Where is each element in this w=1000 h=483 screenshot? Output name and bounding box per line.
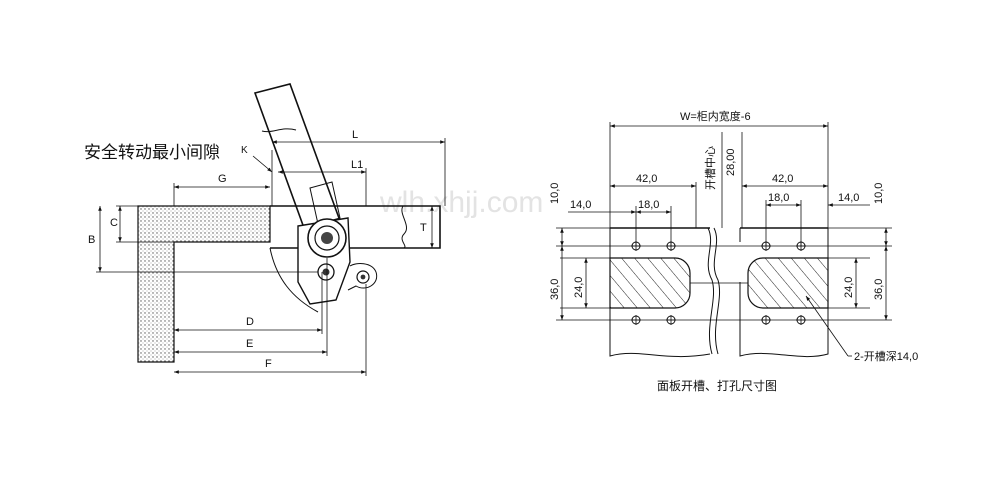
h42-left: 42,0 — [636, 173, 657, 185]
slot-right — [747, 257, 829, 309]
h18-right: 18,0 — [768, 192, 789, 204]
door-panel — [270, 205, 441, 249]
v24-right: 24,0 — [843, 277, 855, 298]
dim-k: K — [241, 145, 248, 156]
rotated-door-break — [261, 128, 297, 133]
v10-left: 10,0 — [549, 183, 561, 204]
slot-left — [609, 257, 691, 309]
dim-g: G — [218, 173, 227, 185]
clearance-label: 安全转动最小间隙 — [84, 143, 220, 162]
right-panel — [739, 228, 829, 358]
hinge-cam — [347, 263, 378, 291]
dim-d: D — [246, 316, 254, 328]
break-line — [401, 205, 408, 249]
center-label: 开槽中心 — [704, 146, 717, 190]
dim-l: L — [352, 129, 358, 141]
v36-right: 36,0 — [873, 279, 885, 300]
watermark: wlh.xhjj.com — [379, 186, 543, 219]
dim-b: B — [88, 234, 95, 246]
width-label: W=柜内宽度-6 — [680, 109, 751, 123]
h14-right: 14,0 — [838, 192, 859, 204]
break-line-2 — [713, 227, 720, 355]
v36-left: 36,0 — [549, 279, 561, 300]
h14-left: 14,0 — [570, 199, 591, 211]
v24-left: 24,0 — [573, 277, 585, 298]
dim-t: T — [420, 222, 427, 234]
h42-right: 42,0 — [772, 173, 793, 185]
hinge-arm — [309, 181, 341, 225]
dim-c: C — [110, 217, 118, 229]
left-panel — [609, 228, 711, 358]
swing-arc — [269, 247, 319, 313]
slot-label: 2-开槽深14,0 — [854, 350, 918, 363]
v10-right: 10,0 — [873, 183, 885, 204]
dim-f: F — [265, 358, 272, 370]
h18-left: 18,0 — [638, 199, 659, 211]
panel-drilling-view: W=柜内宽度-6 开槽中心 28,00 42,0 42,0 14,0 18,0 … — [549, 109, 918, 393]
caption: 面板开槽、打孔尺寸图 — [657, 379, 777, 393]
center-dist: 28,00 — [725, 148, 737, 176]
break-line-1 — [707, 227, 714, 355]
hinge-side-view: 安全转动最小间隙 K L L1 G C B T D E — [84, 83, 446, 376]
dim-l1: L1 — [351, 159, 363, 171]
dim-e: E — [246, 338, 253, 350]
